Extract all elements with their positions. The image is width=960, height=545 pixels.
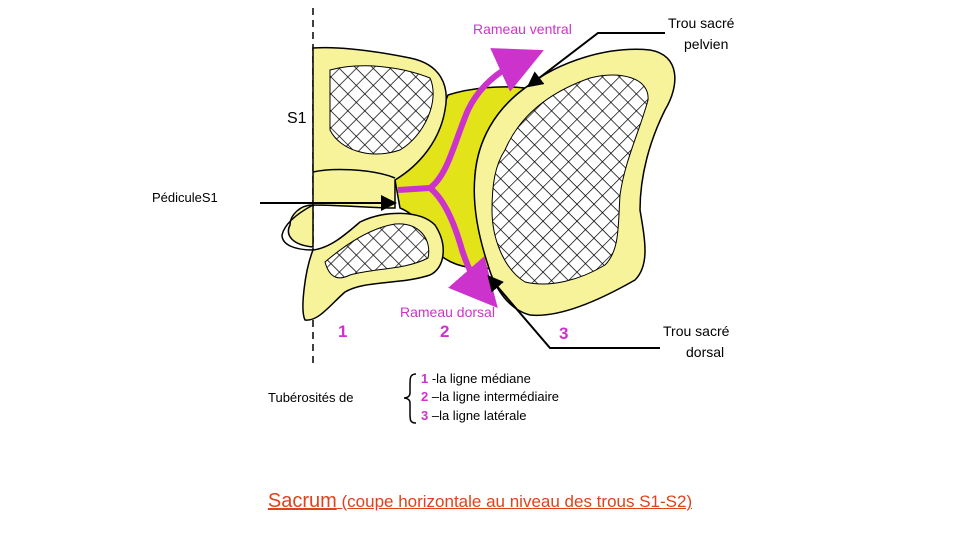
legend-num-1: 1 xyxy=(421,371,429,386)
label-pedicule: PédiculeS1 xyxy=(152,190,218,205)
figure-caption: Sacrum (coupe horizontale au niveau des … xyxy=(0,490,960,513)
legend-item-1: 1 -la ligne médiane xyxy=(421,371,531,386)
leader-dorsal xyxy=(487,274,660,349)
label-tuberosites: Tubérosités de xyxy=(268,390,354,405)
ramus-ventral-path xyxy=(428,48,544,191)
label-trou-dorsal-2: dorsal xyxy=(686,344,725,360)
label-num-1: 1 xyxy=(338,322,348,341)
ramus-dorsal-path xyxy=(428,185,498,309)
legend-text-3: –la ligne latérale xyxy=(428,408,527,423)
legend-item-2: 2 –la ligne intermédiaire xyxy=(421,389,559,404)
label-num-3: 3 xyxy=(559,324,569,343)
legend-num-2: 2 xyxy=(421,389,429,404)
legend-num-3: 3 xyxy=(421,408,429,423)
label-trou-dorsal-1: Trou sacré xyxy=(663,323,730,339)
pedicle-outline xyxy=(281,168,396,251)
nerve-trunk xyxy=(397,185,431,193)
label-trou-pelvien-2: pelvien xyxy=(684,36,729,52)
label-trou-pelvien-1: Trou sacré xyxy=(668,15,735,31)
legend-text-2: –la ligne intermédiaire xyxy=(428,389,560,404)
label-s1: S1 xyxy=(287,110,307,127)
legend-brace xyxy=(403,373,417,424)
label-num-2: 2 xyxy=(440,322,450,341)
caption-main: Sacrum xyxy=(267,490,337,512)
leader-pelvien xyxy=(526,32,665,88)
label-rameau-ventral: Rameau ventral xyxy=(473,21,572,37)
label-rameau-dorsal: Rameau dorsal xyxy=(400,304,495,320)
legend-text-1: -la ligne médiane xyxy=(428,371,531,386)
legend-item-3: 3 –la ligne latérale xyxy=(421,408,527,423)
caption-sub: (coupe horizontale au niveau des trous S… xyxy=(336,492,693,511)
